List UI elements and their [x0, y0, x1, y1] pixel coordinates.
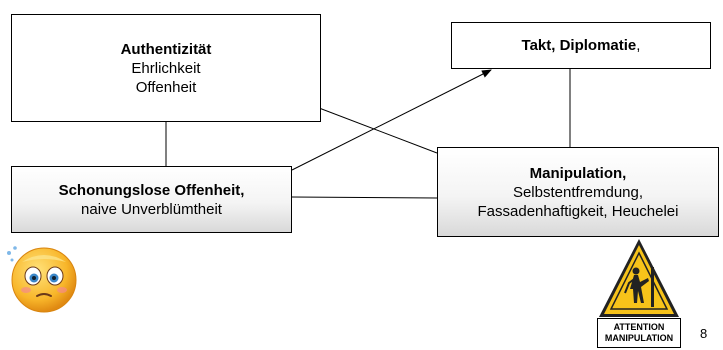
- manipulation-title: Manipulation,: [529, 164, 627, 182]
- box-manipulation: Manipulation, Selbstentfremdung, Fassade…: [437, 147, 719, 237]
- page-number: 8: [700, 326, 708, 341]
- arrow-schon-to-takt: [291, 69, 492, 171]
- warning-triangle-icon: [599, 239, 679, 317]
- line-schon-to-manip: [291, 196, 438, 199]
- takt-suffix: ,: [636, 37, 641, 54]
- authentizitaet-line-2: Offenheit: [135, 78, 197, 96]
- box-authentizitaet: Authentizität Ehrlichkeit Offenheit: [11, 14, 321, 122]
- takt-title: Takt, Diplomatie: [521, 37, 637, 54]
- warning-sign-label: ATTENTION MANIPULATION: [597, 318, 681, 348]
- authentizitaet-title: Authentizität: [120, 40, 212, 58]
- warning-label-line-1: ATTENTION: [613, 322, 665, 332]
- sweating-smiley-icon: [7, 246, 77, 313]
- schonungslos-line-1: naive Unverblümtheit: [81, 200, 222, 218]
- warning-label-line-2: MANIPULATION: [604, 333, 674, 343]
- schonungslos-title: Schonungslose Offenheit,: [58, 181, 245, 199]
- box-takt-diplomatie: Takt, Diplomatie,: [451, 22, 711, 69]
- authentizitaet-line-1: Ehrlichkeit: [131, 59, 201, 77]
- manipulation-line-2: Fassadenhaftigkeit, Heuchelei: [477, 202, 679, 220]
- box-schonungslose-offenheit: Schonungslose Offenheit, naive Unverblüm…: [11, 166, 292, 233]
- manipulation-line-1: Selbstentfremdung,: [512, 183, 644, 201]
